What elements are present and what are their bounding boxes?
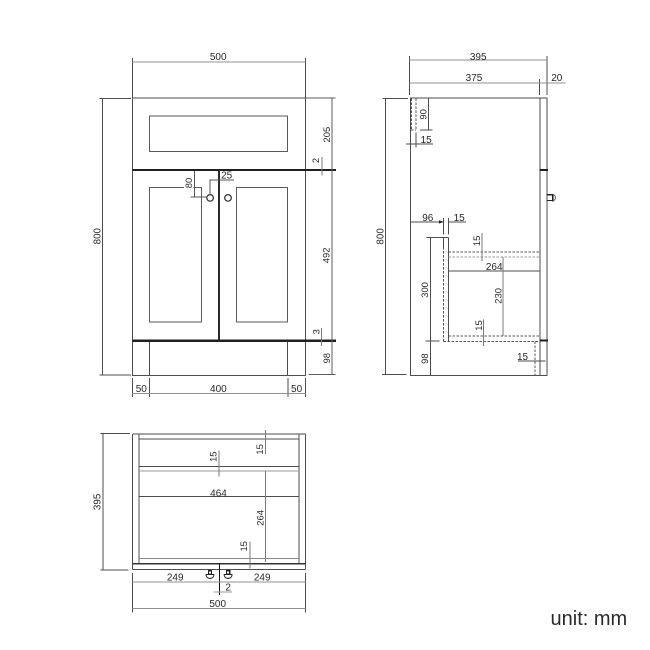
svg-text:15: 15 xyxy=(421,135,433,146)
svg-text:90: 90 xyxy=(418,109,429,119)
svg-text:50: 50 xyxy=(291,384,303,395)
svg-text:80: 80 xyxy=(183,178,194,188)
svg-text:375: 375 xyxy=(466,73,483,84)
svg-text:264: 264 xyxy=(486,262,503,273)
svg-text:264: 264 xyxy=(255,510,266,526)
svg-text:15: 15 xyxy=(238,541,249,551)
svg-text:249: 249 xyxy=(167,573,184,584)
svg-text:800: 800 xyxy=(376,228,387,245)
svg-text:96: 96 xyxy=(422,213,434,224)
svg-text:20: 20 xyxy=(551,73,563,84)
svg-text:249: 249 xyxy=(254,573,271,584)
svg-text:400: 400 xyxy=(210,384,227,395)
svg-text:25: 25 xyxy=(221,171,233,182)
svg-text:800: 800 xyxy=(92,227,103,244)
svg-text:3: 3 xyxy=(311,329,322,334)
svg-text:50: 50 xyxy=(136,384,148,395)
svg-text:395: 395 xyxy=(93,493,104,510)
svg-text:15: 15 xyxy=(454,213,466,224)
svg-text:500: 500 xyxy=(209,599,226,610)
svg-text:492: 492 xyxy=(321,248,332,264)
svg-text:15: 15 xyxy=(471,236,482,246)
svg-text:2: 2 xyxy=(225,583,231,594)
svg-text:2: 2 xyxy=(310,158,321,163)
svg-text:15: 15 xyxy=(254,444,265,454)
svg-text:300: 300 xyxy=(419,282,430,298)
svg-text:98: 98 xyxy=(419,353,430,363)
svg-text:230: 230 xyxy=(493,288,504,304)
svg-text:500: 500 xyxy=(210,52,227,63)
svg-text:15: 15 xyxy=(473,320,484,330)
svg-text:15: 15 xyxy=(207,451,218,461)
svg-text:98: 98 xyxy=(321,353,332,363)
svg-text:15: 15 xyxy=(517,352,529,363)
svg-text:395: 395 xyxy=(470,52,487,63)
svg-text:unit: mm: unit: mm xyxy=(551,608,628,630)
svg-text:205: 205 xyxy=(321,127,332,143)
svg-text:464: 464 xyxy=(210,488,227,499)
